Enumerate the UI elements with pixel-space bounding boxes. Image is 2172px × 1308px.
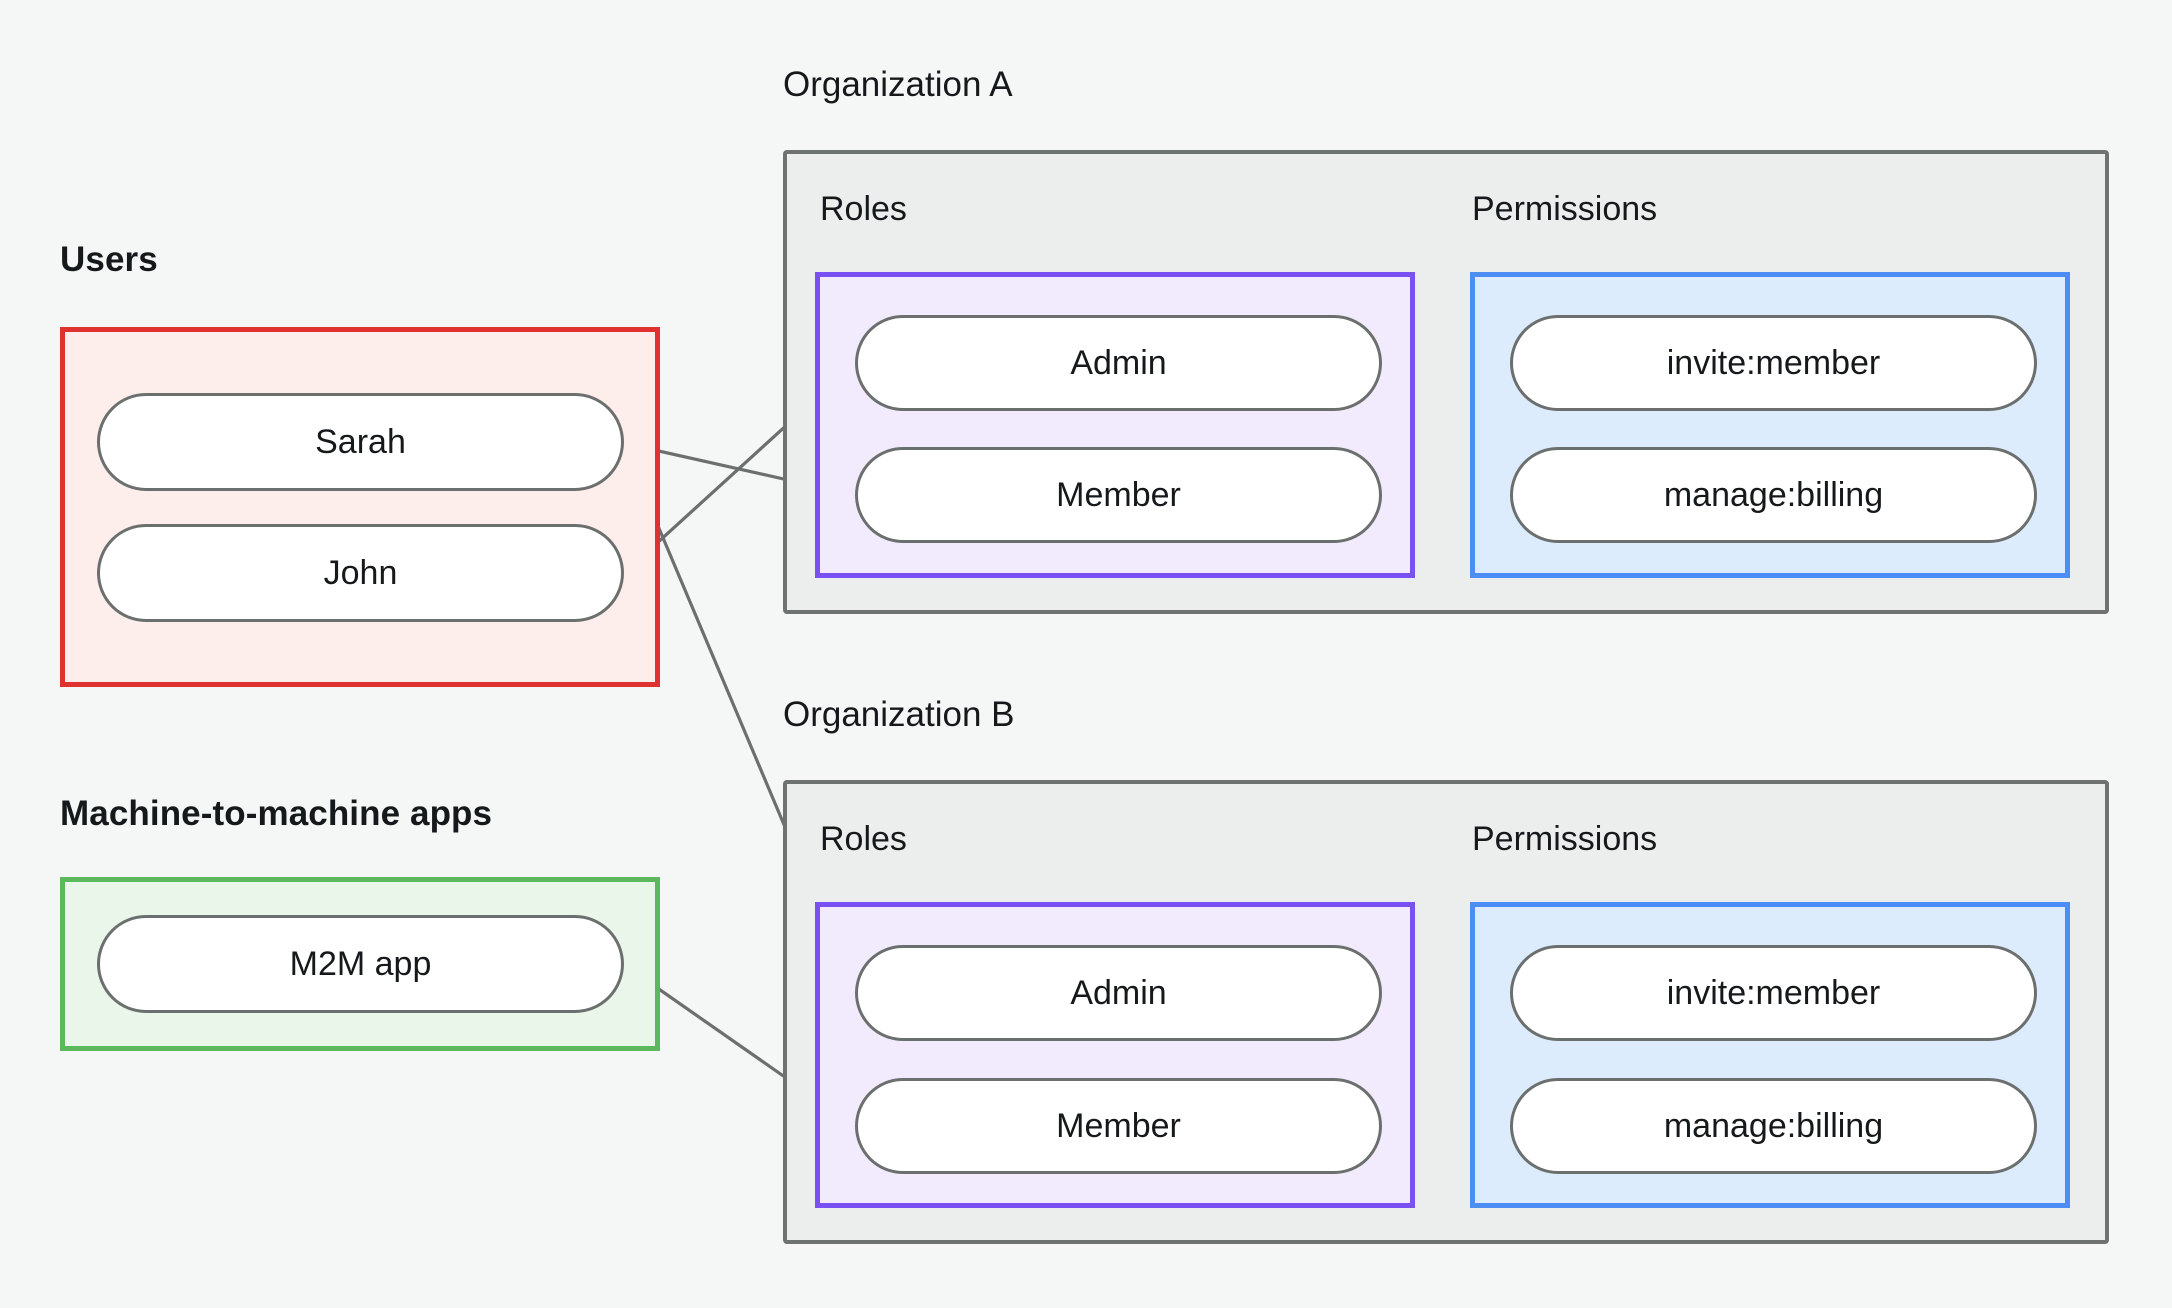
organization-a-role-admin[interactable]: Admin [855,315,1382,411]
users-group-label: Users [60,240,158,279]
organization-a-role-member[interactable]: Member [855,447,1382,543]
organization-b-role-member[interactable]: Member [855,1078,1382,1174]
organization-b-permission-invite-member[interactable]: invite:member [1510,945,2037,1041]
organization-b-role-admin[interactable]: Admin [855,945,1382,1041]
organization-a-permission-invite-member[interactable]: invite:member [1510,315,2037,411]
m2m-node-app[interactable]: M2M app [97,915,624,1013]
user-node-john[interactable]: John [97,524,624,622]
m2m-group-label: Machine-to-machine apps [60,794,493,833]
organization-b-label: Organization B [783,695,1015,734]
user-node-sarah[interactable]: Sarah [97,393,624,491]
organization-a-permission-manage-billing[interactable]: manage:billing [1510,447,2037,543]
organization-b-permission-manage-billing[interactable]: manage:billing [1510,1078,2037,1174]
organization-a-label: Organization A [783,65,1013,104]
organization-b-roles-label: Roles [820,820,907,858]
organization-a-permissions-label: Permissions [1472,190,1658,228]
users-group-box [60,327,660,687]
organization-b-permissions-label: Permissions [1472,820,1658,858]
organization-a-roles-label: Roles [820,190,907,228]
